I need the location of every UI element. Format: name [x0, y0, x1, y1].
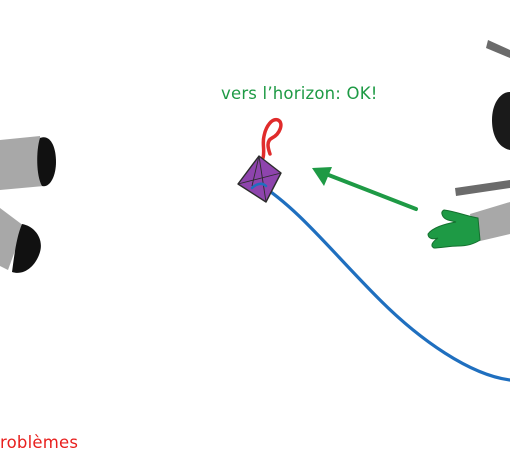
upper-shoe: [37, 137, 56, 187]
upper-leg: [0, 136, 44, 190]
top-caption: vers l’horizon: OK!: [221, 84, 378, 103]
lower-shoe: [12, 224, 41, 273]
left-figure-legs: [0, 136, 56, 273]
hand: [427, 209, 481, 249]
mid-stroke: [455, 180, 510, 196]
direction-arrow: [312, 167, 418, 211]
kite: [237, 155, 282, 203]
arm: [470, 202, 510, 242]
right-figure: [427, 40, 510, 249]
kite-string: [256, 181, 510, 382]
upper-stroke: [486, 40, 510, 58]
lower-leg: [0, 208, 24, 270]
head: [492, 92, 510, 150]
bottom-left-caption: roblèmes: [0, 433, 79, 452]
kite-tail: [261, 117, 283, 160]
